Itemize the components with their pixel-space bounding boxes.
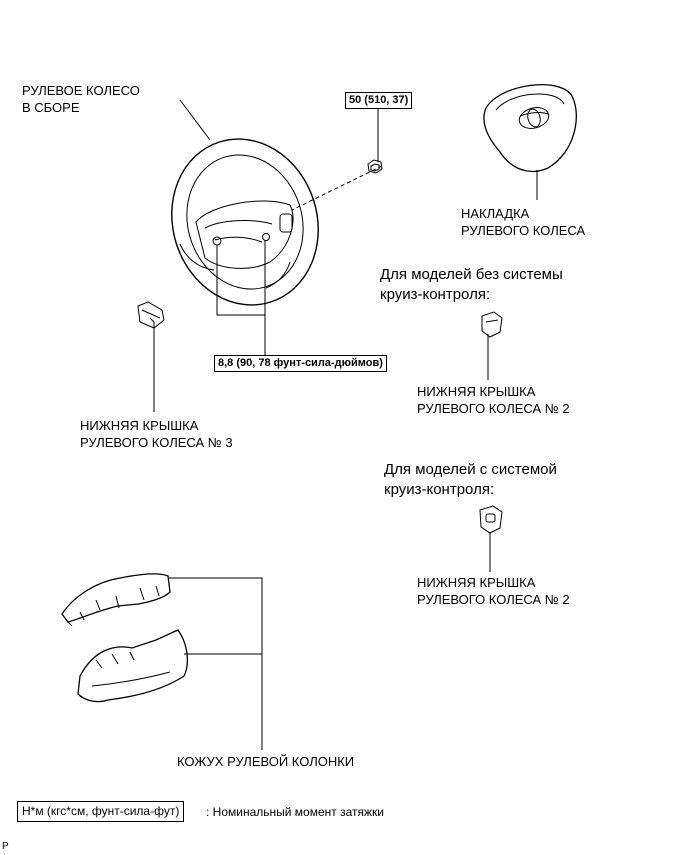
lower-cover-2-cruise-label: НИЖНЯЯ КРЫШКА РУЛЕВОГО КОЛЕСА № 2 — [417, 575, 570, 607]
leader-lines — [149, 99, 538, 750]
no-cruise-heading: Для моделей без системы круиз-контроля: — [380, 266, 563, 303]
nut — [367, 159, 383, 174]
steering-wheel-assembly — [171, 138, 319, 306]
legend-description: : Номинальный момент затяжки — [206, 805, 384, 819]
corner-mark: P — [2, 841, 9, 852]
nut-torque-box: 50 (510, 37) — [345, 92, 413, 109]
wheel-pad — [483, 84, 577, 173]
steering-wheel-label: РУЛЕВОЕ КОЛЕСО В СБОРЕ — [22, 83, 140, 115]
upper-column-cover — [61, 573, 171, 627]
wheel-pad-label: НАКЛАДКА РУЛЕВОГО КОЛЕСА — [461, 206, 586, 238]
lower-cover-2-no-cruise — [481, 311, 503, 338]
lower-cover-3-label: НИЖНЯЯ КРЫШКА РУЛЕВОГО КОЛЕСА № 3 — [80, 418, 233, 450]
lower-cover-2-cruise — [479, 505, 503, 534]
lower-cover-3 — [137, 301, 165, 329]
legend-unit-box: Н*м (кгс*см, фунт-сила-фут) — [17, 801, 185, 822]
screws-torque-box: 8,8 (90, 78 фунт-сила-дюймов) — [214, 355, 387, 372]
column-cover-label: КОЖУХ РУЛЕВОЙ КОЛОНКИ — [177, 754, 355, 769]
lower-column-cover — [77, 629, 189, 703]
lower-cover-2-no-cruise-label: НИЖНЯЯ КРЫШКА РУЛЕВОГО КОЛЕСА № 2 — [417, 384, 570, 416]
cruise-heading: Для моделей с системой круиз-контроля: — [384, 461, 557, 498]
